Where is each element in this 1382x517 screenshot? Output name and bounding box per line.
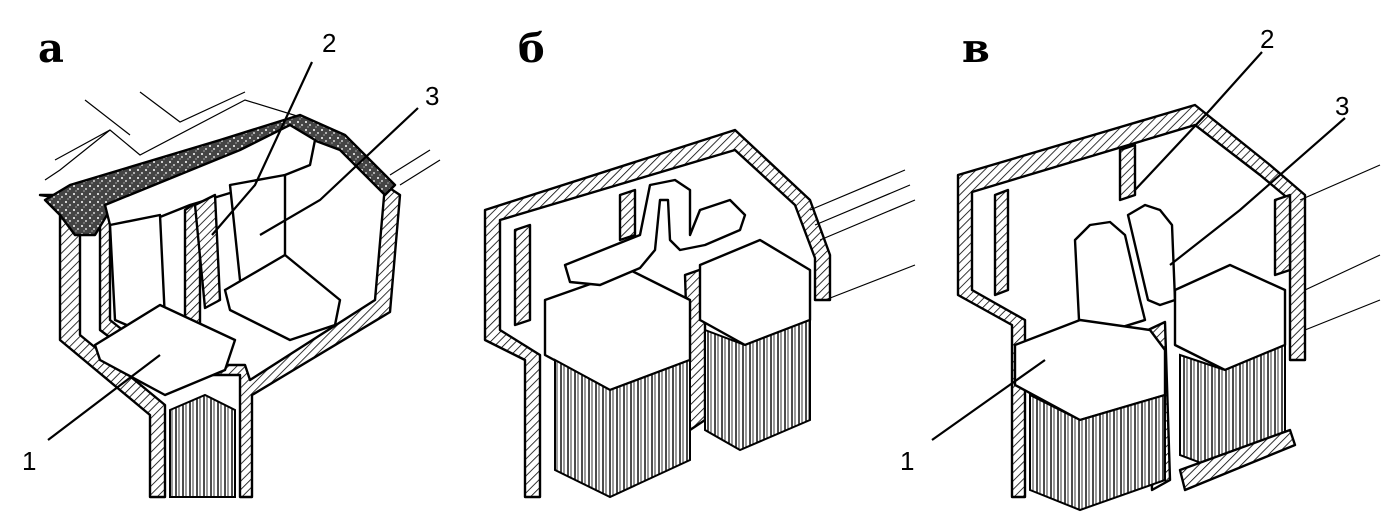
panel-c-leader-1 [931, 359, 1046, 441]
panel-b-plates-left [554, 358, 691, 499]
panel-c-busbar [1299, 164, 1381, 331]
panel-a-sealing-compound [43, 113, 397, 237]
panel-a-callout-3: 3 [425, 81, 439, 111]
panel-a-terminal-base-1 [93, 303, 237, 397]
panel-b-container-wall [483, 128, 832, 499]
panel-c-leader-3 [1169, 117, 1346, 266]
panel-b-letter: б [518, 25, 545, 72]
panel-a-letter: а [38, 25, 64, 72]
panel-b: б [483, 25, 916, 499]
panel-a-partition-2 [193, 193, 222, 310]
panel-a-leader-3 [259, 107, 419, 236]
panel-c-letter: в [962, 25, 990, 72]
panel-a-leader-1 [47, 354, 161, 441]
panel-b-plates-right [704, 318, 811, 452]
panel-c-callout-3: 3 [1335, 91, 1349, 121]
panel-c-cell-block-left [1013, 318, 1167, 422]
panel-b-busbar [809, 169, 916, 301]
panel-c-leader-2 [1134, 51, 1263, 191]
panel-c-callout-1: 1 [900, 446, 914, 476]
panel-a-callout-1: 1 [22, 446, 36, 476]
panel-a-leader-2 [211, 61, 313, 236]
panel-b-s-connector [563, 178, 747, 287]
panel-a-callout-2: 2 [322, 28, 336, 58]
panel-c: в 1 2 3 [900, 24, 1381, 512]
panel-a-plates [169, 393, 236, 498]
panel-a: а 1 2 3 [22, 25, 441, 499]
panel-c-callout-2: 2 [1260, 24, 1274, 54]
panel-c-plates-left [1029, 393, 1166, 512]
panel-a-lid-outline [44, 91, 441, 186]
panel-a-terminal-base-3 [223, 253, 342, 342]
